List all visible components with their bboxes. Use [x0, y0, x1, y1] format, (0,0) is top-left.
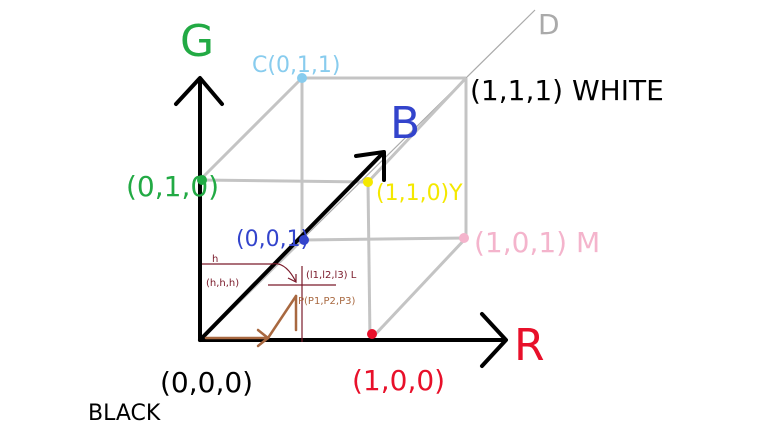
red-vertex-label: (1,0,0)	[352, 364, 445, 397]
p-vector	[204, 294, 298, 348]
yellow-vertex-label: (1,1,0)Y	[376, 181, 463, 206]
h-annotation	[202, 263, 336, 342]
b-arrowhead	[354, 150, 386, 182]
axes	[174, 76, 508, 368]
black-label: BLACK	[88, 401, 161, 426]
cyan-vertex-label: C(0,1,1)	[252, 53, 341, 78]
blue-vertex-dot	[299, 235, 309, 245]
red-vertex-dot	[367, 329, 377, 339]
r-arrowhead	[480, 312, 508, 368]
l-point-label: (l1,l2,l3) L	[306, 270, 357, 281]
green-vertex-label: (0,1,0)	[126, 170, 219, 203]
pink-vertex-dot	[459, 233, 469, 243]
d-label: D	[538, 8, 560, 41]
r-axis-label: R	[514, 320, 545, 371]
white-vertex-label: (1,1,1) WHITE	[470, 74, 664, 107]
p-point-label: P(P1,P2,P3)	[298, 296, 355, 307]
blue-vertex-label: (0,0,1)	[236, 227, 309, 252]
yellow-vertex-dot	[363, 177, 373, 187]
h-letter: h	[212, 254, 218, 265]
magenta-vertex-label: (1,0,1) M	[474, 226, 600, 259]
b-axis-label: B	[390, 98, 420, 149]
g-axis-label: G	[180, 16, 214, 67]
green-vertex-dot	[197, 175, 207, 185]
cyan-vertex-dot	[297, 73, 307, 83]
b-axis	[198, 152, 384, 342]
g-arrowhead	[174, 76, 224, 106]
origin-label: (0,0,0)	[160, 366, 253, 399]
h-point-label: (h,h,h)	[206, 278, 239, 289]
